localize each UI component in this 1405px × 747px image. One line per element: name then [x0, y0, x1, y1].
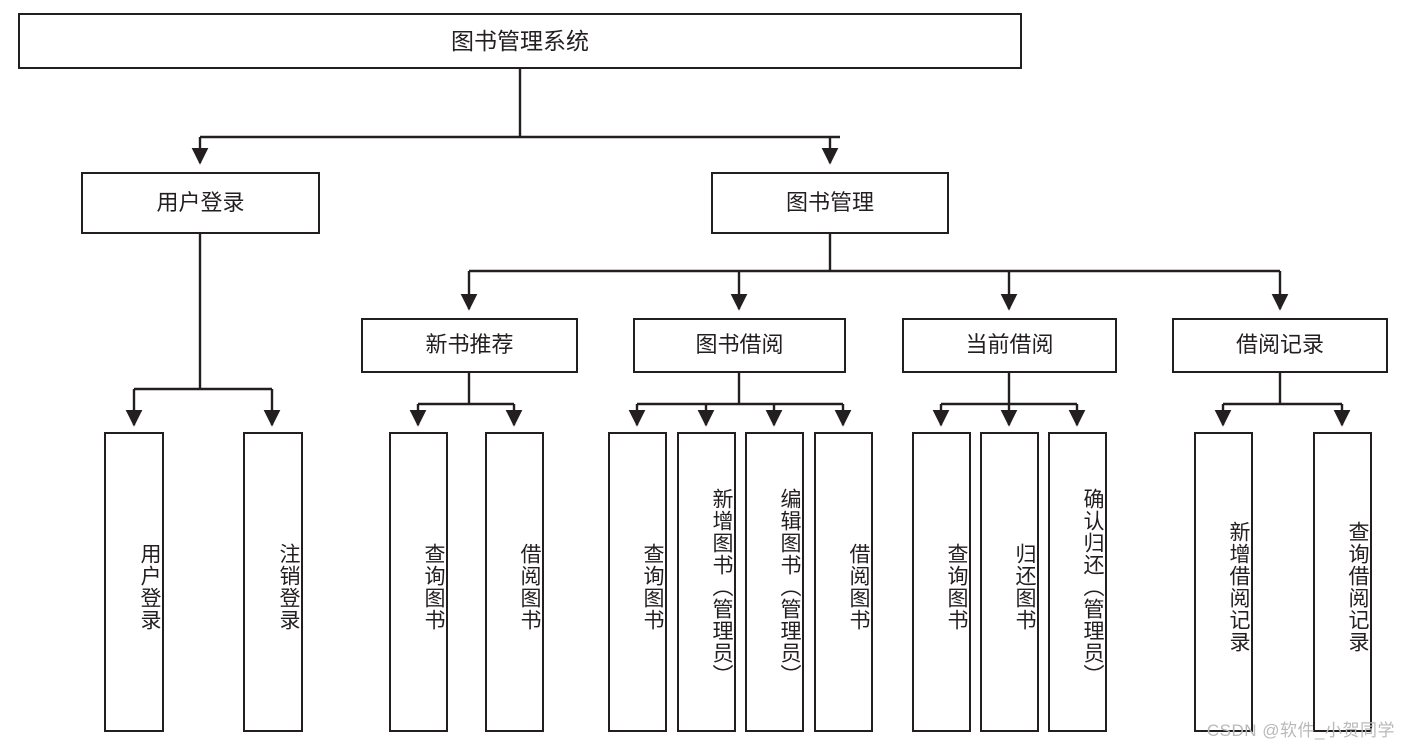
node-book-management-label: 图书管理 [785, 189, 874, 215]
node-leaf-return-book[interactable]: 归还图书 [980, 432, 1039, 732]
node-leaf-query-book-3-label: 查询图书 [945, 543, 968, 631]
node-borrow-record[interactable]: 借阅记录 [1172, 318, 1388, 373]
node-leaf-query-book-3[interactable]: 查询图书 [912, 432, 971, 732]
node-new-book-recommend[interactable]: 新书推荐 [361, 318, 578, 373]
node-leaf-borrow-book-1[interactable]: 借阅图书 [485, 432, 544, 732]
node-leaf-confirm-return[interactable]: 确认归还（管理员） [1048, 432, 1107, 732]
node-leaf-confirm-return-label: 确认归还（管理员） [1081, 488, 1104, 686]
node-leaf-user-login[interactable]: 用户登录 [104, 432, 164, 732]
node-book-borrow[interactable]: 图书借阅 [633, 318, 846, 373]
node-leaf-query-record[interactable]: 查询借阅记录 [1313, 432, 1372, 732]
node-leaf-query-book-2[interactable]: 查询图书 [608, 432, 667, 732]
node-leaf-query-record-label: 查询借阅记录 [1346, 521, 1369, 653]
node-leaf-query-book-2-label: 查询图书 [641, 543, 664, 631]
csdn-watermark: CSDN @软件_小贺同学 [1206, 721, 1395, 740]
node-leaf-query-book-1[interactable]: 查询图书 [389, 432, 448, 732]
node-leaf-add-book[interactable]: 新增图书（管理员） [677, 432, 736, 732]
node-leaf-user-login-label: 用户登录 [138, 543, 161, 631]
node-leaf-edit-book[interactable]: 编辑图书（管理员） [745, 432, 804, 732]
node-leaf-borrow-book-1-label: 借阅图书 [518, 543, 541, 631]
node-leaf-borrow-book-2-label: 借阅图书 [847, 543, 870, 631]
node-current-borrow[interactable]: 当前借阅 [902, 318, 1117, 373]
node-leaf-query-book-1-label: 查询图书 [422, 543, 445, 631]
node-leaf-logout-label: 注销登录 [277, 543, 300, 631]
node-book-borrow-label: 图书借阅 [695, 332, 784, 358]
node-root[interactable]: 图书管理系统 [18, 13, 1022, 69]
node-leaf-logout[interactable]: 注销登录 [243, 432, 303, 732]
node-root-label: 图书管理系统 [451, 27, 589, 54]
node-leaf-edit-book-label: 编辑图书（管理员） [778, 488, 801, 686]
node-book-management[interactable]: 图书管理 [711, 172, 949, 234]
node-leaf-borrow-book-2[interactable]: 借阅图书 [814, 432, 873, 732]
node-leaf-add-record[interactable]: 新增借阅记录 [1194, 432, 1253, 732]
node-user-login[interactable]: 用户登录 [81, 172, 320, 234]
node-borrow-record-label: 借阅记录 [1235, 332, 1324, 358]
node-leaf-add-book-label: 新增图书（管理员） [710, 488, 733, 686]
node-current-borrow-label: 当前借阅 [965, 332, 1054, 358]
node-leaf-add-record-label: 新增借阅记录 [1227, 521, 1250, 653]
node-user-login-label: 用户登录 [156, 189, 245, 215]
node-new-book-recommend-label: 新书推荐 [425, 332, 514, 358]
node-leaf-return-book-label: 归还图书 [1013, 543, 1036, 631]
